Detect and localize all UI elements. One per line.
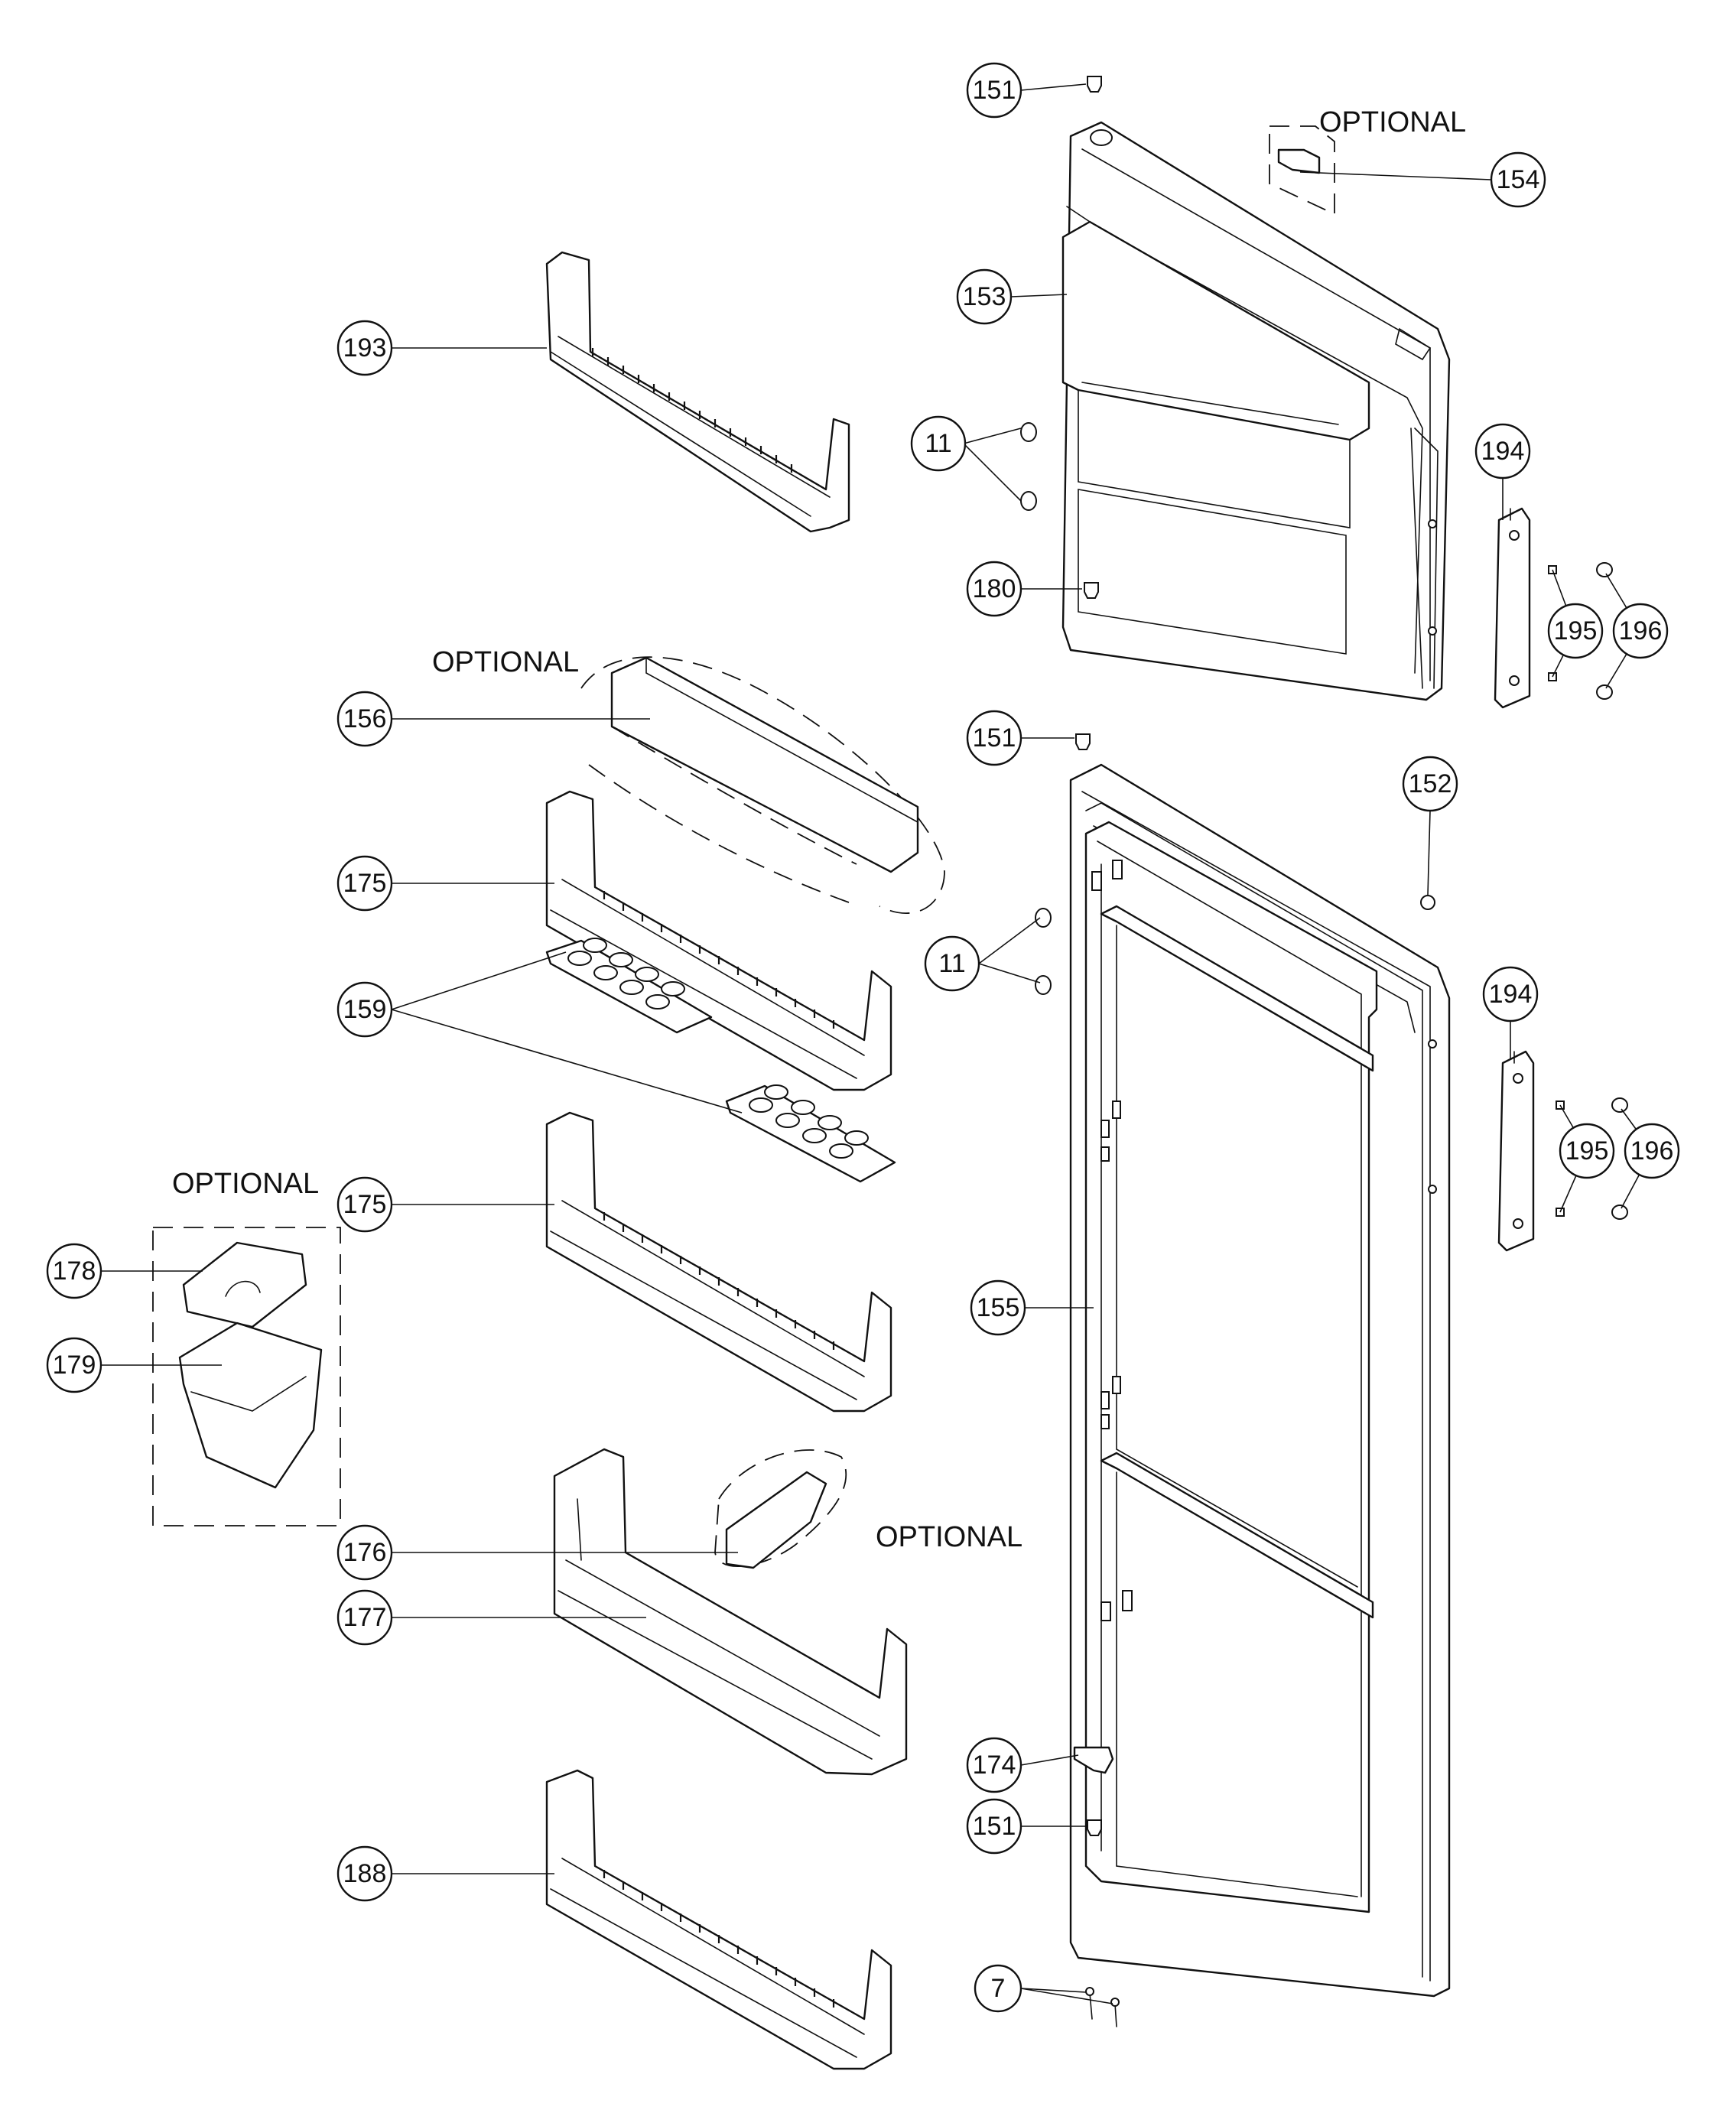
callout-label: 196 xyxy=(1630,1136,1674,1166)
shelf-188 xyxy=(545,1769,892,2070)
callout-176: 176 xyxy=(336,1524,393,1581)
callout-label: 175 xyxy=(343,869,387,898)
callout-label: 155 xyxy=(977,1293,1020,1322)
fridge-door xyxy=(1069,763,1451,1998)
optional-label-cover: OPTIONAL xyxy=(432,646,579,678)
callout-label: 194 xyxy=(1489,980,1533,1009)
shelf-193 xyxy=(545,251,850,533)
callout-label: 151 xyxy=(973,76,1016,105)
optional-cover-156 xyxy=(580,656,945,915)
shelf-175-upper-ridges xyxy=(603,891,835,1029)
callout-label: 180 xyxy=(973,574,1016,603)
callout-177: 177 xyxy=(336,1589,393,1646)
shelf-177 xyxy=(553,1448,908,1776)
callout-195-lower: 195 xyxy=(1559,1123,1615,1179)
callout-label: 156 xyxy=(343,704,387,733)
callout-11-lower: 11 xyxy=(924,935,980,992)
callout-label: 154 xyxy=(1497,165,1540,194)
callout-151-bottom: 151 xyxy=(966,1798,1022,1855)
freezer-door xyxy=(1061,121,1451,701)
hinge-cover-lower xyxy=(1497,1050,1535,1252)
callout-label: 177 xyxy=(343,1603,387,1632)
callout-label: 7 xyxy=(991,1974,1006,2003)
callout-label: 179 xyxy=(53,1351,96,1380)
hinge-cover-upper xyxy=(1494,507,1531,709)
callout-180: 180 xyxy=(966,561,1022,617)
optional-ice-box xyxy=(152,1227,341,1526)
callout-151-top: 151 xyxy=(966,62,1022,119)
callout-label: 188 xyxy=(343,1859,387,1888)
shelf-193-ridges xyxy=(591,348,793,473)
callout-label: 153 xyxy=(963,282,1006,311)
small-hardware xyxy=(1020,76,1628,2027)
callout-label: 174 xyxy=(973,1751,1016,1780)
callout-label: 151 xyxy=(973,1812,1016,1841)
callout-label: 193 xyxy=(343,333,387,363)
callout-155: 155 xyxy=(970,1279,1026,1336)
callout-154: 154 xyxy=(1490,151,1546,208)
callout-label: 176 xyxy=(343,1538,387,1567)
optional-label-divider: OPTIONAL xyxy=(876,1521,1022,1553)
optional-label-icebox: OPTIONAL xyxy=(172,1168,319,1200)
shelf-175-upper xyxy=(545,790,892,1091)
callout-label: 178 xyxy=(53,1257,96,1286)
callout-175-lower: 175 xyxy=(336,1176,393,1233)
callout-195-upper: 195 xyxy=(1547,603,1604,659)
callout-159: 159 xyxy=(336,981,393,1038)
callout-label: 196 xyxy=(1619,616,1663,645)
egg-tray-upper xyxy=(545,938,713,1034)
callout-label: 175 xyxy=(343,1190,387,1219)
callout-label: 194 xyxy=(1481,437,1525,466)
callout-188: 188 xyxy=(336,1845,393,1902)
callout-175-upper: 175 xyxy=(336,855,393,912)
optional-divider-176 xyxy=(714,1449,847,1569)
callout-193: 193 xyxy=(336,320,393,376)
callout-label: 11 xyxy=(938,949,965,978)
callout-196-upper: 196 xyxy=(1612,603,1669,659)
callout-156: 156 xyxy=(336,691,393,747)
callout-label: 159 xyxy=(343,995,387,1024)
shelf-175-lower-ridges xyxy=(603,1212,835,1350)
callout-174: 174 xyxy=(966,1737,1022,1793)
callout-label: 152 xyxy=(1409,769,1452,798)
callout-152: 152 xyxy=(1402,756,1458,812)
callout-178: 178 xyxy=(46,1243,102,1299)
callout-196-lower: 196 xyxy=(1624,1123,1680,1179)
egg-tray-lower xyxy=(725,1084,896,1183)
callout-11-upper: 11 xyxy=(910,415,967,472)
callout-label: 195 xyxy=(1554,616,1598,645)
optional-label-154 xyxy=(1269,125,1335,216)
callout-151-middle: 151 xyxy=(966,710,1022,766)
callout-153: 153 xyxy=(956,268,1013,325)
shelf-188-ridges xyxy=(603,1870,835,2008)
callout-194-lower: 194 xyxy=(1482,966,1539,1022)
callout-label: 195 xyxy=(1565,1136,1609,1166)
shelf-175-lower xyxy=(545,1111,892,1413)
callout-label: 151 xyxy=(973,723,1016,753)
callout-label: 11 xyxy=(925,429,951,458)
callout-7: 7 xyxy=(974,1964,1022,2013)
optional-label-top: OPTIONAL xyxy=(1319,106,1466,138)
callout-194-upper: 194 xyxy=(1474,423,1531,480)
callout-179: 179 xyxy=(46,1337,102,1393)
